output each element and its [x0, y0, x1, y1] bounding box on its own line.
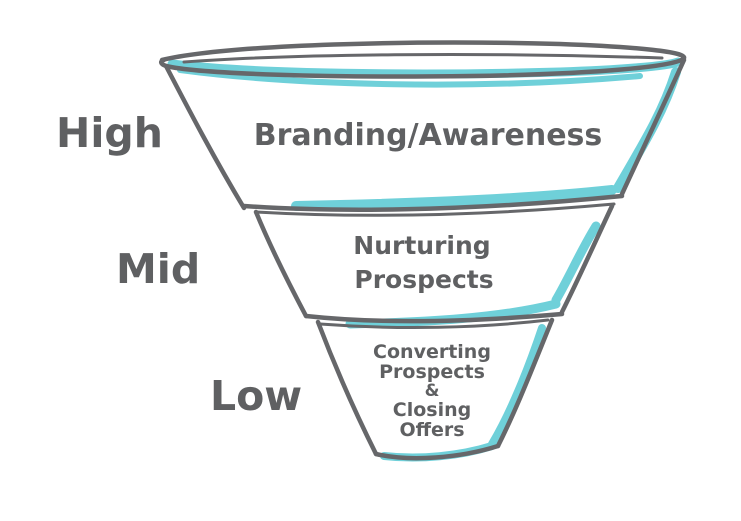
- funnel-outline: [159, 40, 687, 461]
- right-wall-lower: [495, 317, 555, 449]
- stage-bottom-line-2: Prospects: [379, 361, 485, 383]
- divider-middle-bottom: [303, 311, 565, 324]
- rim-highlight-2: [177, 67, 643, 88]
- stage-top-label: Branding/Awareness: [254, 118, 603, 153]
- stage-bottom-line-3: &: [425, 381, 440, 401]
- left-wall-middle: [253, 209, 309, 319]
- right-wall-upper: [619, 57, 687, 197]
- top-band-side-highlight: [613, 67, 681, 193]
- funnel-bottom: [373, 443, 501, 461]
- divider-top-middle: [241, 193, 625, 212]
- stage-bottom-line-5: Offers: [399, 419, 464, 441]
- level-label-low: Low: [210, 372, 302, 420]
- bottom-band-side-highlight: [488, 324, 546, 448]
- level-label-mid: Mid: [116, 245, 200, 293]
- rim-inner: [182, 53, 664, 64]
- stage-middle-line-2: Prospects: [354, 265, 493, 294]
- rim-top: [159, 40, 687, 79]
- stage-bottom-line-4: Closing: [393, 399, 471, 421]
- level-label-high: High: [56, 109, 163, 157]
- stage-middle-line-1: Nurturing: [353, 231, 490, 260]
- stage-bottom-line-1: Converting: [373, 341, 491, 363]
- middle-band-side-highlight: [551, 221, 601, 305]
- left-wall-lower: [315, 319, 379, 457]
- top-band-bottom-highlight: [291, 185, 617, 211]
- left-wall-upper: [163, 63, 247, 211]
- divider-middle-bottom-2: [318, 318, 550, 329]
- right-wall-middle: [559, 203, 615, 315]
- divider-top-middle-2: [254, 202, 616, 217]
